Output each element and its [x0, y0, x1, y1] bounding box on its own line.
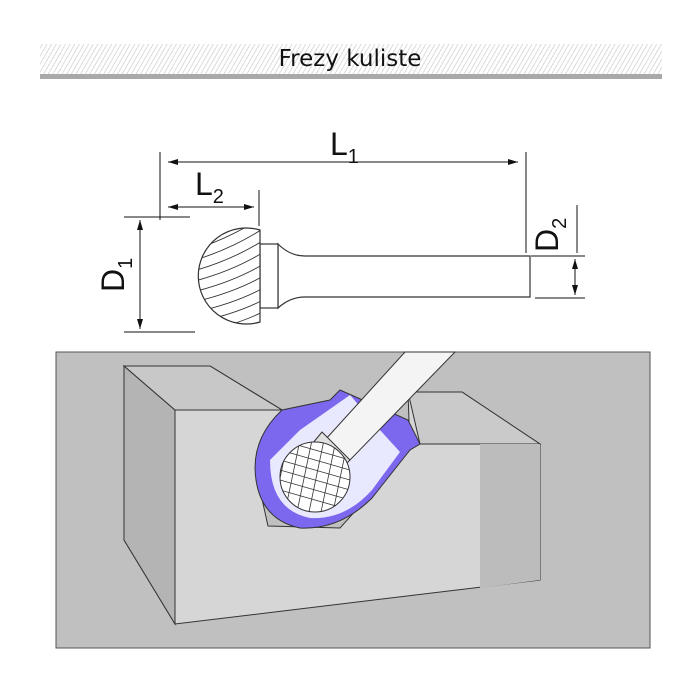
header-hatch — [40, 44, 662, 74]
label-d2: D2 — [529, 218, 571, 252]
page-title: Frezy kuliste — [0, 46, 700, 72]
dimension-lines — [124, 152, 585, 333]
label-l2: L2 — [195, 166, 224, 208]
label-l1: L1 — [330, 126, 359, 168]
title-text: Frezy kuliste — [278, 46, 422, 72]
burr-outline — [197, 227, 531, 325]
header-underline — [40, 74, 662, 79]
label-d1: D1 — [95, 258, 137, 292]
application-illustration — [55, 351, 651, 649]
